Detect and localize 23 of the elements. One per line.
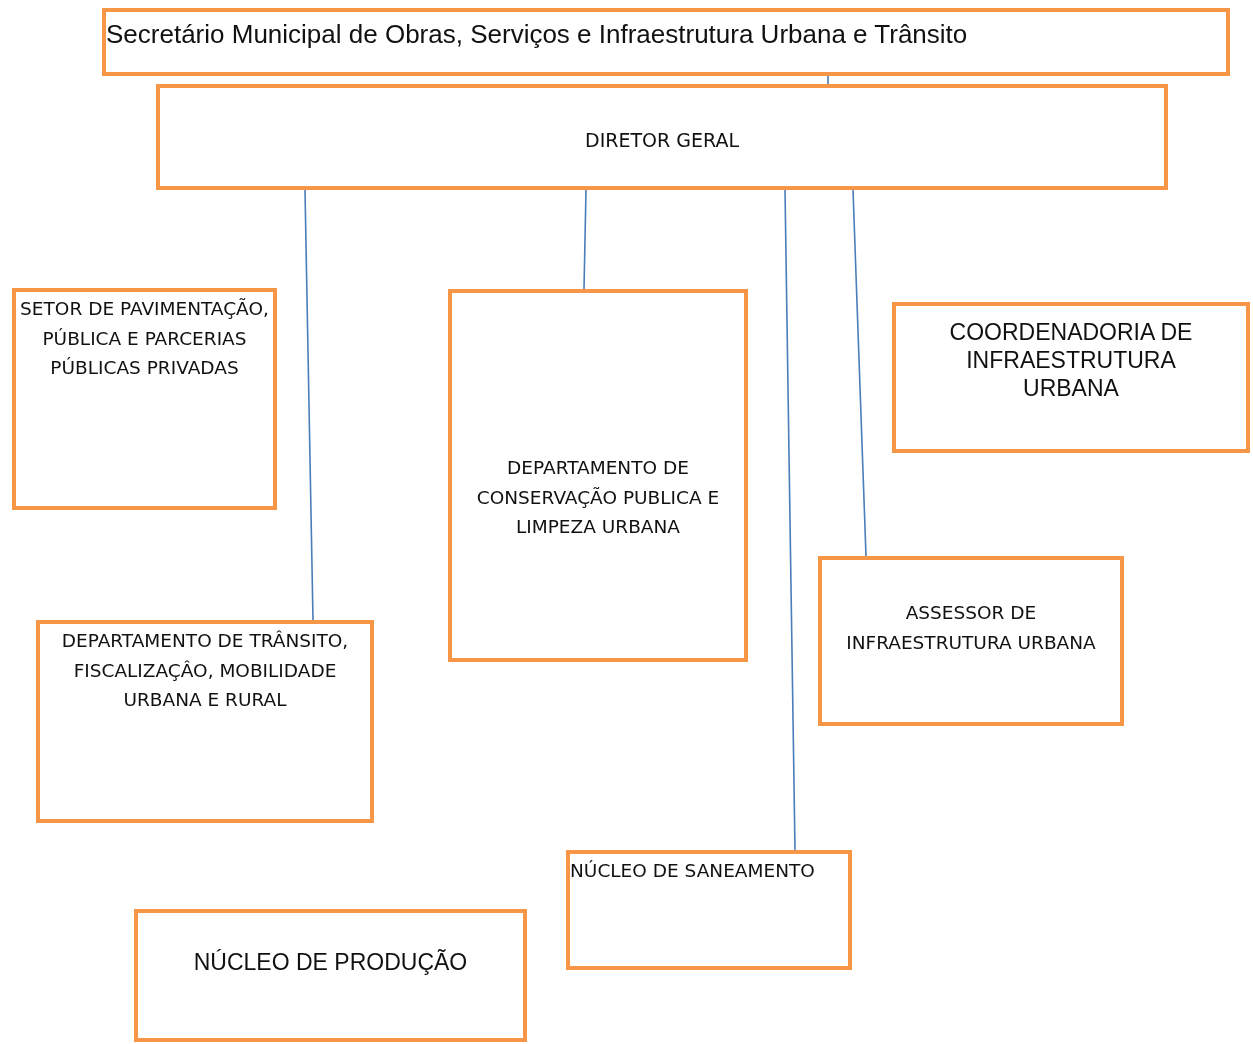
box-label: ASSESSOR DE INFRAESTRUTURA URBANA — [845, 601, 1097, 655]
connector-line — [583, 189, 587, 290]
box-label: NÚCLEO DE SANEAMENTO — [570, 859, 816, 883]
connector-line — [852, 189, 867, 557]
box-label: DEPARTAMENTO DE TRÂNSITO, FISCALIZAÇÂO, MOBILIDADE URBANA E RURAL — [60, 629, 350, 712]
box-label: COORDENADORIA DE INFRAESTRUTURA URBANA — [948, 318, 1194, 402]
box-label: DIRETOR GERAL — [584, 128, 740, 153]
org-box — [134, 909, 527, 1042]
box-label: NÚCLEO DE PRODUÇÃO — [192, 948, 469, 977]
connector-line — [304, 189, 314, 621]
org-box — [36, 620, 374, 823]
org-box — [156, 84, 1168, 190]
box-label: Secretário Municipal de Obras, Serviços e Infraestrutura Urbana e Trânsito — [106, 18, 969, 50]
connector-line — [784, 189, 796, 851]
box-label: DEPARTAMENTO DE CONSERVAÇÃO PUBLICA E LIMPEZA URBANA — [475, 456, 721, 539]
org-box — [448, 289, 748, 662]
box-label: SETOR DE PAVIMENTAÇÃO, PÚBLICA E PARCERIAS PÚBLICAS PRIVADAS — [19, 297, 270, 380]
org-box — [566, 850, 852, 970]
org-box — [102, 8, 1230, 76]
org-box — [892, 302, 1250, 453]
org-box — [818, 556, 1124, 726]
connector-line — [827, 75, 829, 85]
org-box — [12, 288, 277, 510]
